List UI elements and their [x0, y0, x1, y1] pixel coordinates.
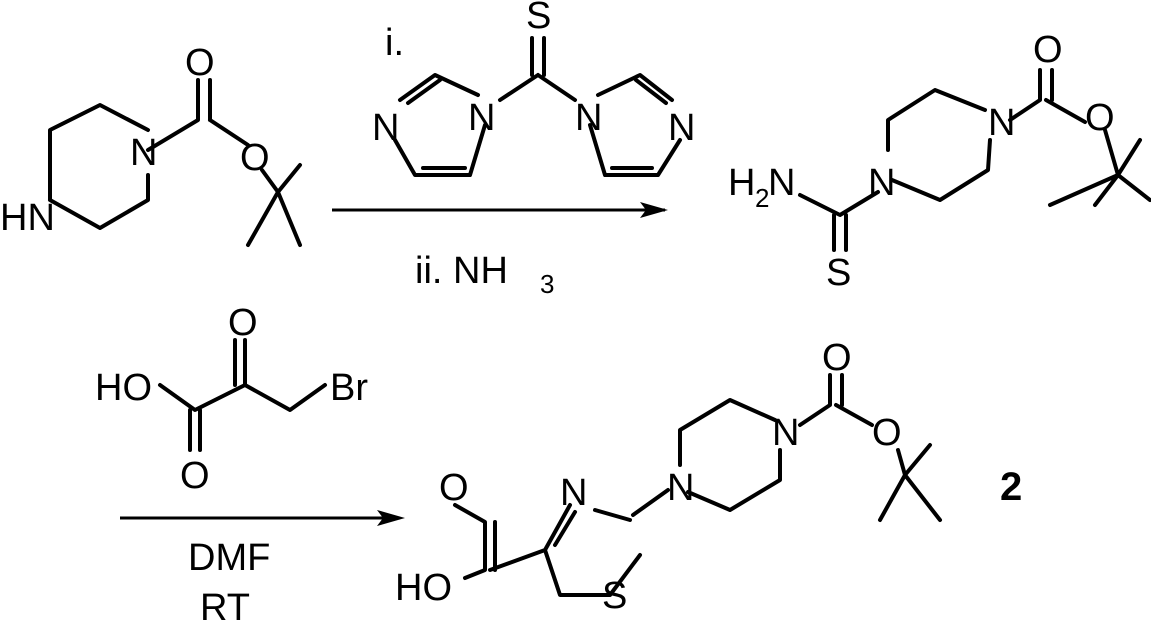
thiourea-ester-o-atom: O [1085, 97, 1115, 139]
product-acid-carbonyl-o-atom: O [439, 467, 469, 509]
product-boc-ester-o-atom: O [872, 412, 902, 454]
product-acid-ho-atom: HO [395, 567, 452, 609]
thiourea-h-atom: H [728, 162, 755, 204]
imidazole-left-n1-atom: N [468, 97, 495, 139]
thiourea-s-atom: S [826, 252, 851, 294]
product-thiazole-s-atom: S [602, 575, 627, 617]
reaction-arrow-2: DMF RT [120, 510, 405, 629]
bromopyruvic-keto-o-atom: O [228, 302, 258, 344]
thiourea-boc-n-atom: N [988, 102, 1015, 144]
product-boc-carbonyl-o-atom: O [822, 337, 852, 379]
bromopyruvic-ho-atom: HO [95, 367, 152, 409]
thiourea-carbonyl-o-atom: O [1033, 29, 1063, 71]
imidazole-right-n3-atom: N [668, 107, 695, 149]
product-2-structure: O HO N S N N O O [395, 337, 940, 617]
boc-piperazine-carbonyl-o-atom: O [185, 42, 215, 84]
boc-piperazine-hn-atom: HN [0, 197, 55, 239]
compound-number-label: 2 [1000, 465, 1022, 509]
boc-piperazine-structure: N O O HN [0, 42, 300, 245]
boc-piperazine-n-atom: N [130, 132, 157, 174]
bromopyruvic-br-atom: Br [330, 367, 368, 409]
reaction-arrow-1: ii. NH 3 [332, 202, 668, 299]
thiocarbonyldiimidazole-structure: i. S N N N N [372, 0, 695, 175]
imidazole-left-n3-atom: N [372, 107, 399, 149]
bromopyruvic-acid-structure: HO O O Br [95, 302, 368, 497]
boc-piperazine-ester-o-atom: O [240, 137, 270, 179]
thiourea-nh2-n-atom: N [768, 162, 795, 204]
thiourea-intermediate-structure: N N O O S H 2 N [728, 29, 1150, 294]
product-piperazine-n4-atom: N [772, 412, 799, 454]
reagent-i-label: i. [385, 22, 404, 64]
thiocarbonyl-s-atom: S [526, 0, 551, 37]
step2-solvent: DMF [188, 537, 270, 579]
product-thiazole-n-atom: N [560, 472, 587, 514]
product-piperazine-n1-atom: N [667, 467, 694, 509]
imidazole-right-n1-atom: N [575, 97, 602, 139]
step2-temperature: RT [200, 587, 250, 629]
reagent-ii-label: ii. NH [415, 250, 508, 292]
thiourea-piperazine-n-atom: N [868, 162, 895, 204]
bromopyruvic-acid-o-atom: O [180, 455, 210, 497]
reagent-ii-subscript: 3 [540, 269, 554, 299]
